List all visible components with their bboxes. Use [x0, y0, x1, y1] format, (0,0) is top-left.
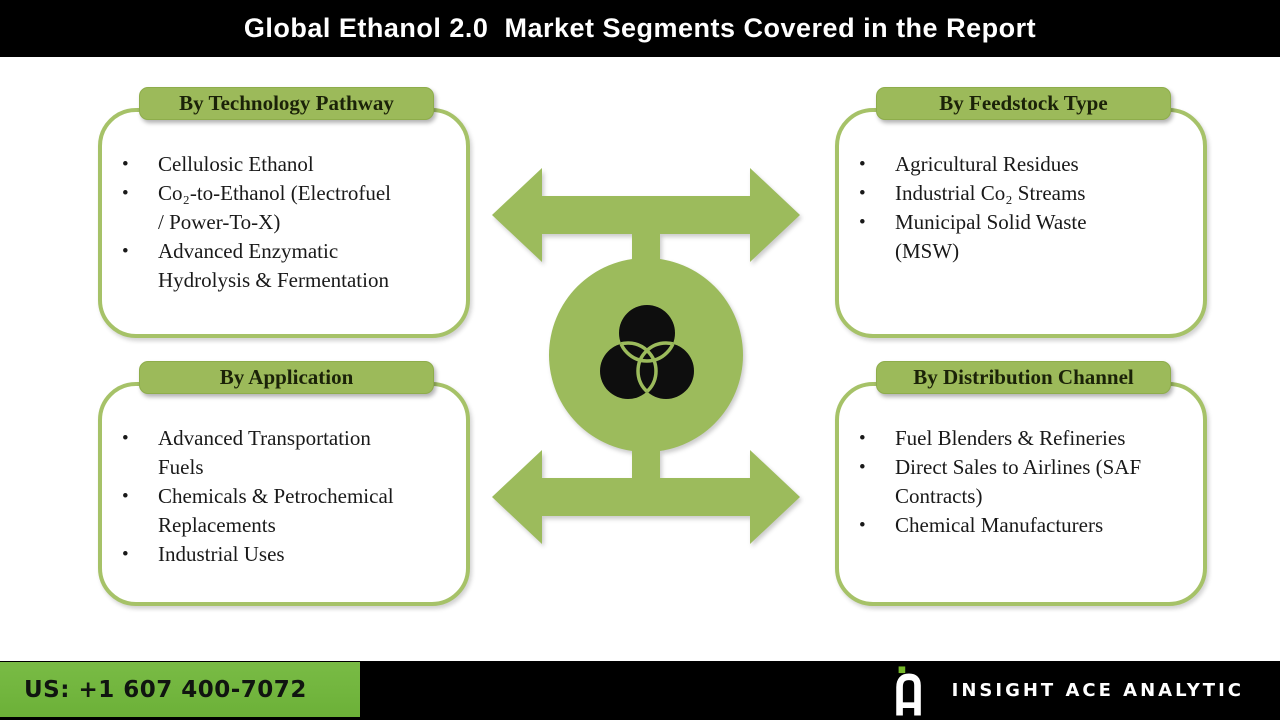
venn-diagram-icon — [600, 305, 694, 399]
brand-logo: INSIGHT ACE ANALYTIC — [892, 661, 1244, 720]
list-item: • Industrial Uses — [122, 540, 486, 569]
list-item: • Agricultural Residues — [859, 150, 1223, 179]
footer-bar: US: +1 607 400-7072 INSIGHT ACE ANALYTIC — [0, 661, 1280, 720]
quadrant-header-application: By Application — [139, 361, 434, 394]
segment-item-text: Co₂-to-Ethanol (Electrofuel / Power-To-X… — [158, 181, 391, 234]
bullet-icon: • — [859, 457, 866, 478]
bullet-icon: • — [122, 241, 129, 262]
double-arrow-bottom-icon — [492, 450, 800, 544]
center-graphic — [480, 160, 810, 550]
bullet-icon: • — [859, 212, 866, 233]
list-item: • Chemical Manufacturers — [859, 511, 1223, 540]
bullet-icon: • — [859, 515, 866, 536]
segment-item-text: Industrial Uses — [158, 542, 285, 566]
list-item: • Co₂-to-Ethanol (Electrofuel / Power-To… — [122, 179, 486, 237]
segment-item-text: Agricultural Residues — [895, 152, 1079, 176]
bullet-icon: • — [122, 428, 129, 449]
segment-item-text: Advanced Enzymatic Hydrolysis & Fermenta… — [158, 239, 389, 292]
list-item: • Municipal Solid Waste (MSW) — [859, 208, 1223, 266]
list-item: • Advanced Transportation Fuels — [122, 424, 486, 482]
insight-ace-logo-icon — [895, 665, 921, 716]
bullet-icon: • — [122, 154, 129, 175]
segment-item-text: Municipal Solid Waste (MSW) — [895, 210, 1087, 263]
list-item: • Chemicals & Petrochemical Replacements — [122, 482, 486, 540]
bullet-icon: • — [122, 544, 129, 565]
segment-item-text: Chemical Manufacturers — [895, 513, 1104, 537]
list-item: • Industrial Co₂ Streams — [859, 179, 1223, 208]
brand-name: INSIGHT ACE ANALYTIC — [951, 680, 1244, 701]
page-title: Global Ethanol 2.0 Market Segments Cover… — [243, 13, 1037, 43]
phone-badge: US: +1 607 400-7072 — [0, 662, 360, 717]
segment-item-text: Industrial Co₂ Streams — [895, 181, 1086, 205]
feedstock-list: • Agricultural Residues • Industrial Co₂… — [835, 108, 1233, 266]
list-item: • Advanced Enzymatic Hydrolysis & Fermen… — [122, 237, 486, 295]
segment-item-text: Fuel Blenders & Refineries — [895, 426, 1126, 450]
bullet-icon: • — [859, 428, 866, 449]
bullet-icon: • — [122, 486, 129, 507]
technology-list: • Cellulosic Ethanol • Co₂-to-Ethanol (E… — [98, 108, 496, 295]
list-item: • Fuel Blenders & Refineries — [859, 424, 1223, 453]
double-arrow-top-icon — [492, 168, 800, 262]
quadrant-header-distribution: By Distribution Channel — [876, 361, 1171, 394]
bullet-icon: • — [122, 183, 129, 204]
segment-item-text: Advanced Transportation Fuels — [158, 426, 371, 479]
hub-arrows-graphic — [492, 168, 800, 544]
bullet-icon: • — [859, 154, 866, 175]
quadrant-box-technology — [98, 108, 470, 338]
segment-item-text: Chemicals & Petrochemical Replacements — [158, 484, 394, 537]
quadrant-box-distribution — [835, 382, 1207, 606]
list-item: • Cellulosic Ethanol — [122, 150, 486, 179]
segment-item-text: Cellulosic Ethanol — [158, 152, 314, 176]
application-list: • Advanced Transportation Fuels • Chemic… — [98, 382, 496, 569]
title-bar: Global Ethanol 2.0 Market Segments Cover… — [0, 0, 1280, 57]
segment-item-text: Direct Sales to Airlines (SAF Contracts) — [895, 455, 1142, 508]
quadrant-header-feedstock: By Feedstock Type — [876, 87, 1171, 120]
phone-number: US: +1 607 400-7072 — [24, 676, 307, 703]
distribution-list: • Fuel Blenders & Refineries • Direct Sa… — [835, 382, 1233, 540]
bullet-icon: • — [859, 183, 866, 204]
quadrant-header-technology: By Technology Pathway — [139, 87, 434, 120]
list-item: • Direct Sales to Airlines (SAF Contract… — [859, 453, 1223, 511]
